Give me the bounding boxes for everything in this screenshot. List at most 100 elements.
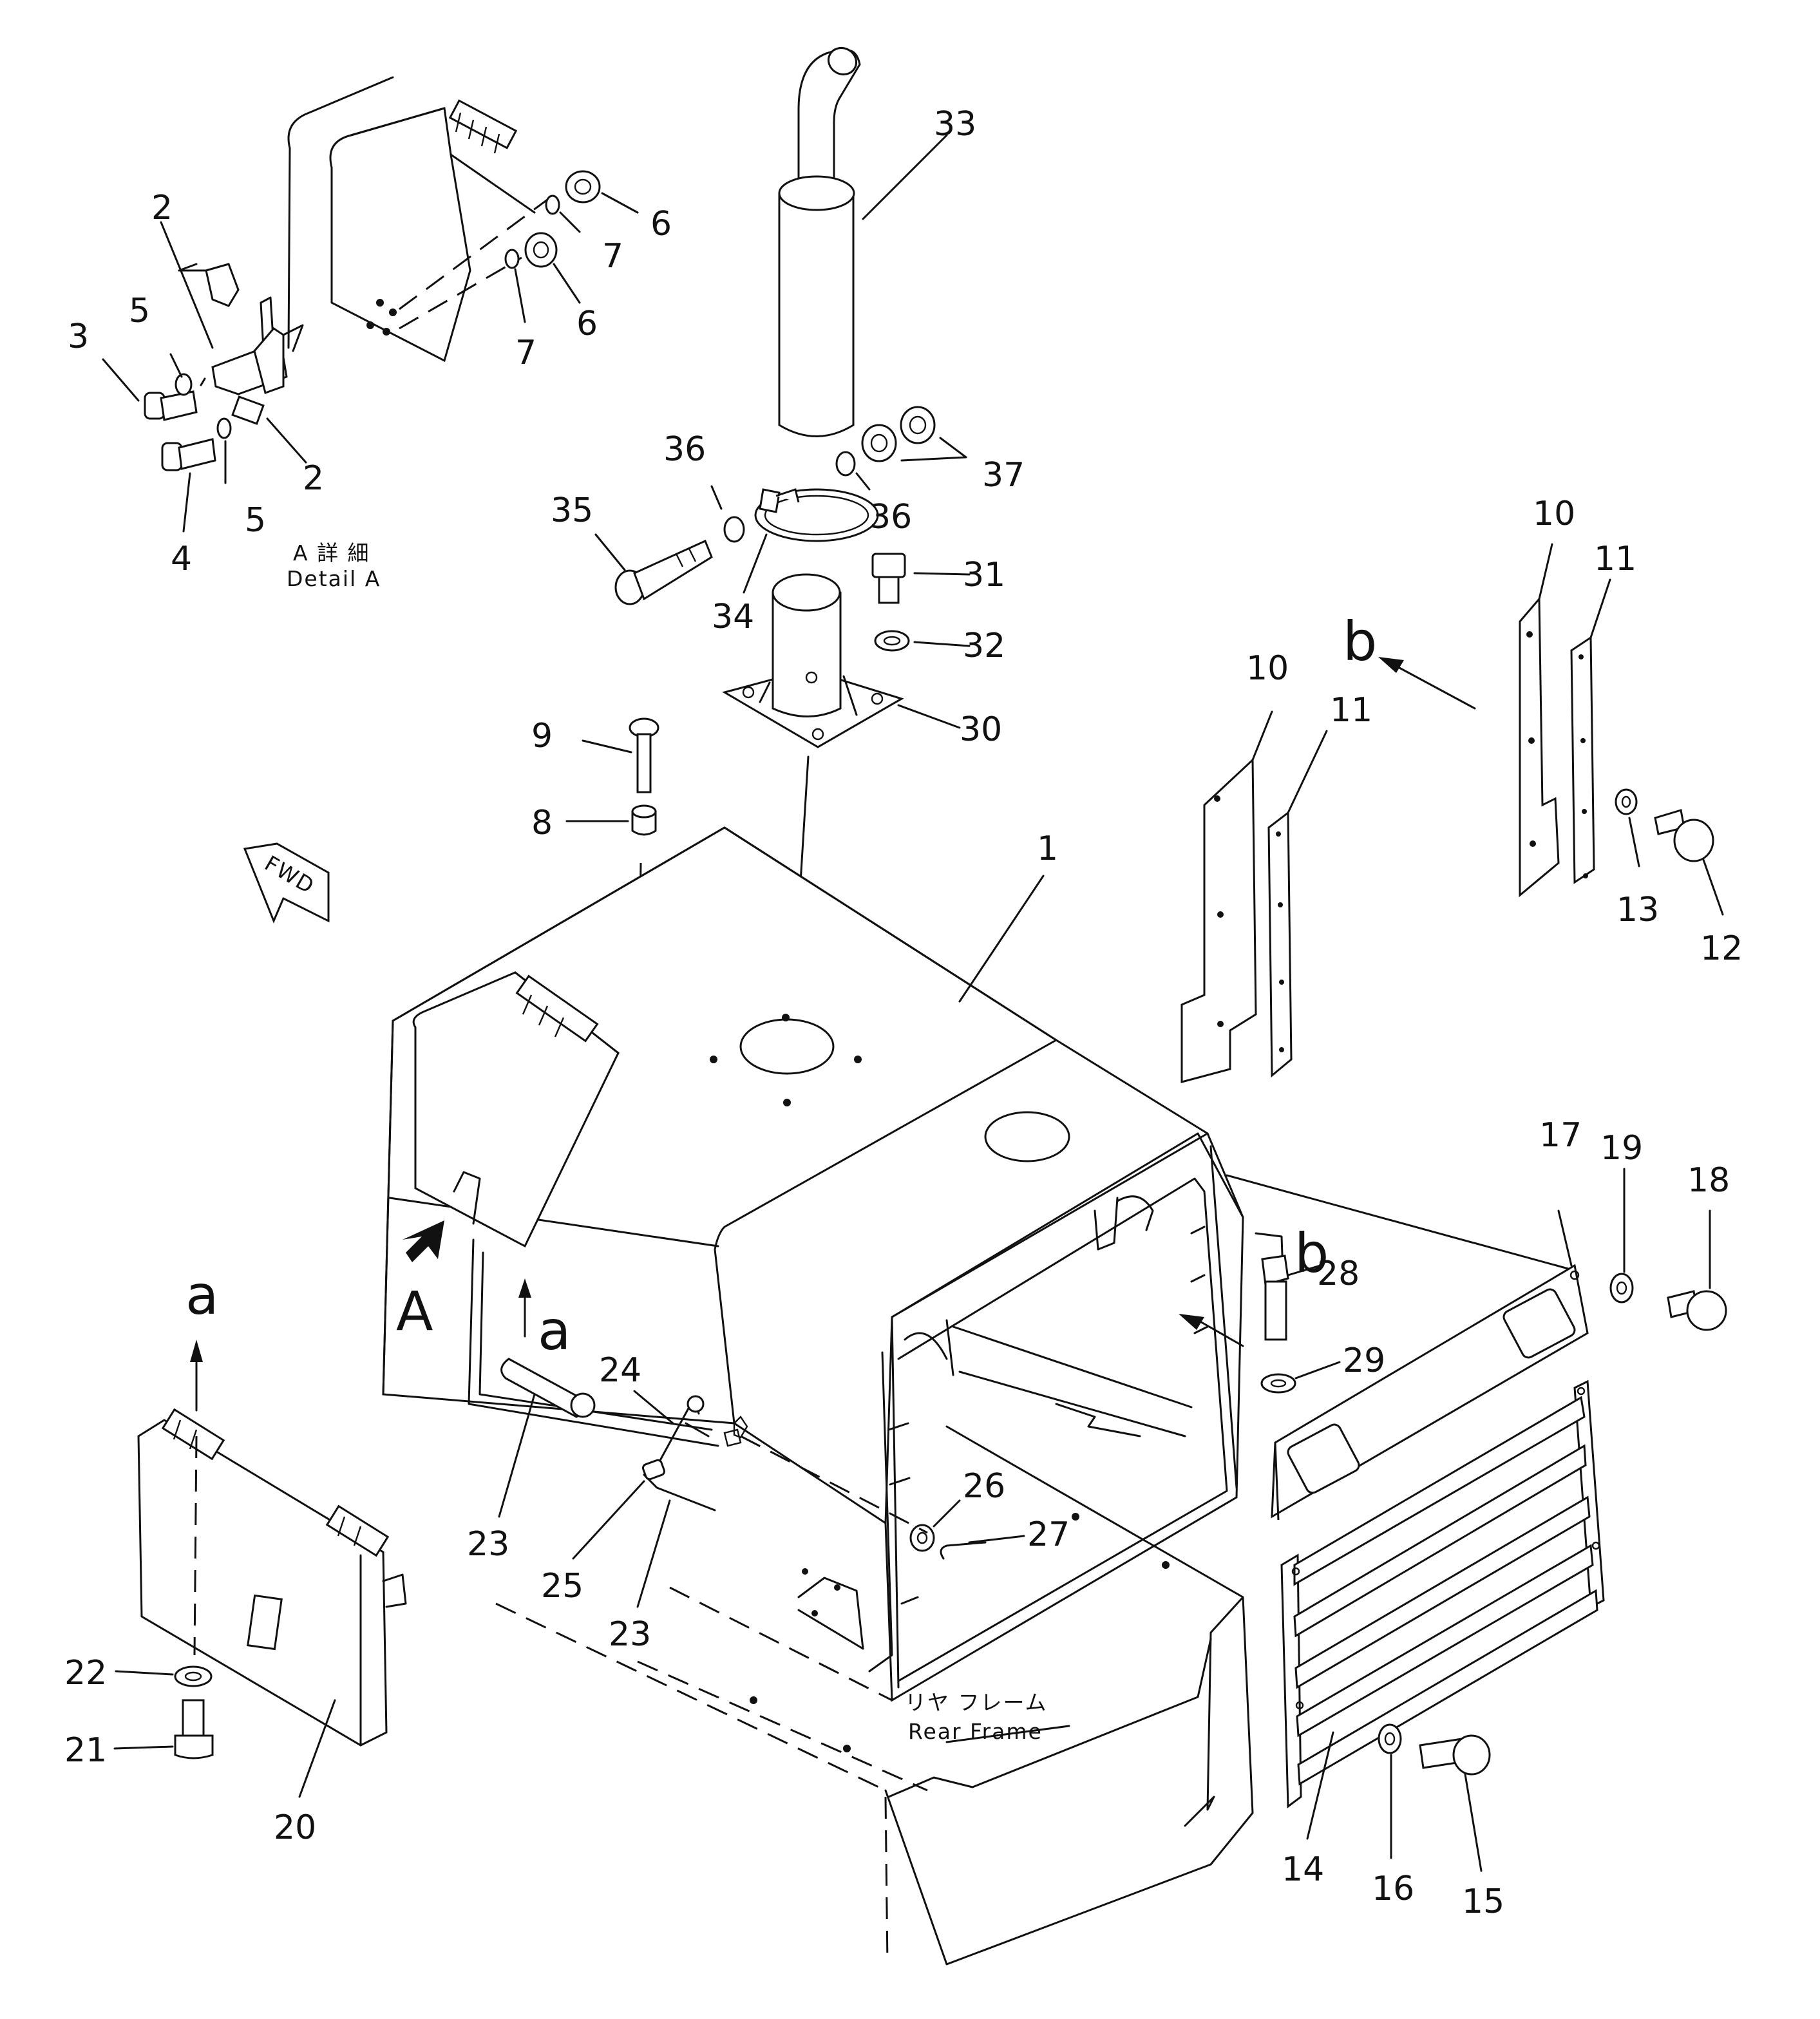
view-letter-b-lower: b — [1294, 1222, 1329, 1285]
callout-6: 6 — [576, 305, 598, 343]
panel-17 — [1226, 1174, 1589, 1521]
callout-32: 32 — [963, 627, 1005, 665]
callout-6: 6 — [650, 205, 672, 243]
callout-24: 24 — [599, 1351, 641, 1390]
washer-5a — [175, 373, 193, 396]
hinge-detail — [448, 99, 518, 154]
callout-2: 2 — [303, 459, 324, 498]
door-hinge-right — [325, 1504, 390, 1557]
bolt-12 — [1654, 809, 1724, 916]
view-letter-a-large: A — [396, 1280, 433, 1343]
callout-1: 1 — [1037, 829, 1058, 868]
washer-19 — [1609, 1168, 1634, 1303]
cushion-8 — [565, 804, 657, 836]
adapter-30 — [722, 573, 961, 748]
callout-29: 29 — [1343, 1341, 1385, 1380]
callout-10: 10 — [1533, 495, 1575, 533]
washer-7a — [545, 194, 560, 215]
exhaust-pipe-33 — [778, 46, 948, 437]
latch-bracket — [205, 263, 304, 395]
callout-7: 7 — [602, 237, 623, 276]
rear-frame — [495, 1425, 1254, 1966]
callout-30: 30 — [960, 710, 1002, 749]
callout-12: 12 — [1700, 929, 1743, 968]
callout-10: 10 — [1246, 649, 1289, 688]
rear-frame-caption-en: Rear Frame — [908, 1719, 1043, 1744]
callout-4: 4 — [171, 540, 192, 578]
fwd-arrow-icon: FWD — [243, 842, 330, 924]
callout-8: 8 — [531, 804, 553, 842]
callout-19: 19 — [1600, 1129, 1643, 1168]
callout-31: 31 — [963, 556, 1005, 594]
lock-key-icon — [723, 1416, 748, 1447]
view-a-arrow-icon — [403, 1220, 444, 1262]
callout-11: 11 — [1330, 691, 1372, 730]
clip-27 — [940, 1535, 1025, 1560]
view-letter-a-door: a — [185, 1264, 218, 1327]
nut-6a — [565, 170, 601, 204]
callout-20: 20 — [274, 1808, 316, 1847]
bolt-3 — [144, 390, 198, 421]
callout-5: 5 — [129, 292, 150, 330]
captions: A 詳 細 Detail A リヤ フレーム Rear Frame — [287, 540, 1048, 1744]
callout-34: 34 — [712, 598, 754, 636]
callout-14: 14 — [1282, 1850, 1324, 1889]
callout-11: 11 — [1594, 540, 1636, 578]
callout-9: 9 — [531, 717, 553, 755]
engine-hood-1 — [382, 826, 1244, 1702]
callout-7: 7 — [515, 334, 536, 372]
grip-23a — [498, 1358, 596, 1518]
plate-10a — [1180, 710, 1273, 1083]
washer-36a — [723, 516, 745, 543]
bolt-21 — [113, 1699, 214, 1759]
bolt-28 — [1261, 1255, 1322, 1341]
leader-23b — [636, 1499, 671, 1608]
bolt-4 — [161, 438, 216, 471]
detail-a-caption-jp: A 詳 細 — [293, 540, 370, 565]
side-door-20 — [137, 1408, 407, 1798]
callout-26: 26 — [963, 1467, 1005, 1506]
view-letter-a-hood: a — [538, 1299, 571, 1362]
washer-7b — [504, 249, 520, 269]
plate-11a — [1267, 730, 1328, 1078]
washer-36b — [835, 451, 856, 477]
callout-3: 3 — [68, 318, 89, 356]
pin-25 — [572, 1459, 666, 1560]
bolt-9 — [582, 717, 659, 793]
view-letters: A a a b b — [185, 610, 1377, 1362]
washer-32 — [874, 630, 971, 652]
callout-28: 28 — [1317, 1255, 1360, 1293]
bolt-35 — [594, 533, 713, 605]
callout-labels: 33 6 7 6 7 2 5 3 2 5 4 36 36 37 35 31 34… — [64, 105, 1743, 1921]
callout-25: 25 — [541, 1567, 583, 1606]
callout-33: 33 — [934, 105, 976, 144]
detail-a-caption-en: Detail A — [287, 566, 381, 591]
callout-13: 13 — [1616, 891, 1659, 929]
callout-15: 15 — [1462, 1882, 1504, 1921]
callout-35: 35 — [551, 491, 593, 530]
view-a-lower-arrow — [190, 1340, 203, 1412]
rear-frame-caption-jp: リヤ フレーム — [905, 1690, 1048, 1715]
washer-29 — [1260, 1361, 1341, 1394]
callout-16: 16 — [1372, 1870, 1414, 1908]
grille-14 — [1280, 1379, 1605, 1840]
nuts-37 — [861, 406, 967, 462]
washer-16 — [1378, 1723, 1402, 1859]
clamp-34 — [743, 488, 879, 594]
view-b-arrow-upper — [1378, 657, 1476, 710]
callout-2: 2 — [151, 189, 173, 227]
view-letter-b-upper: b — [1343, 610, 1377, 673]
callout-17: 17 — [1539, 1116, 1582, 1155]
plate-10b — [1519, 543, 1560, 898]
door-hinge-left — [161, 1408, 225, 1461]
plate-2b — [231, 395, 265, 425]
bolt-15 — [1419, 1734, 1491, 1872]
bolt-18 — [1667, 1209, 1727, 1331]
callout-27: 27 — [1027, 1515, 1070, 1554]
callout-5: 5 — [245, 501, 266, 540]
callout-22: 22 — [64, 1654, 107, 1692]
nut-6b — [524, 232, 558, 268]
bolt-31 — [871, 553, 971, 604]
detail-a-group — [102, 76, 639, 533]
